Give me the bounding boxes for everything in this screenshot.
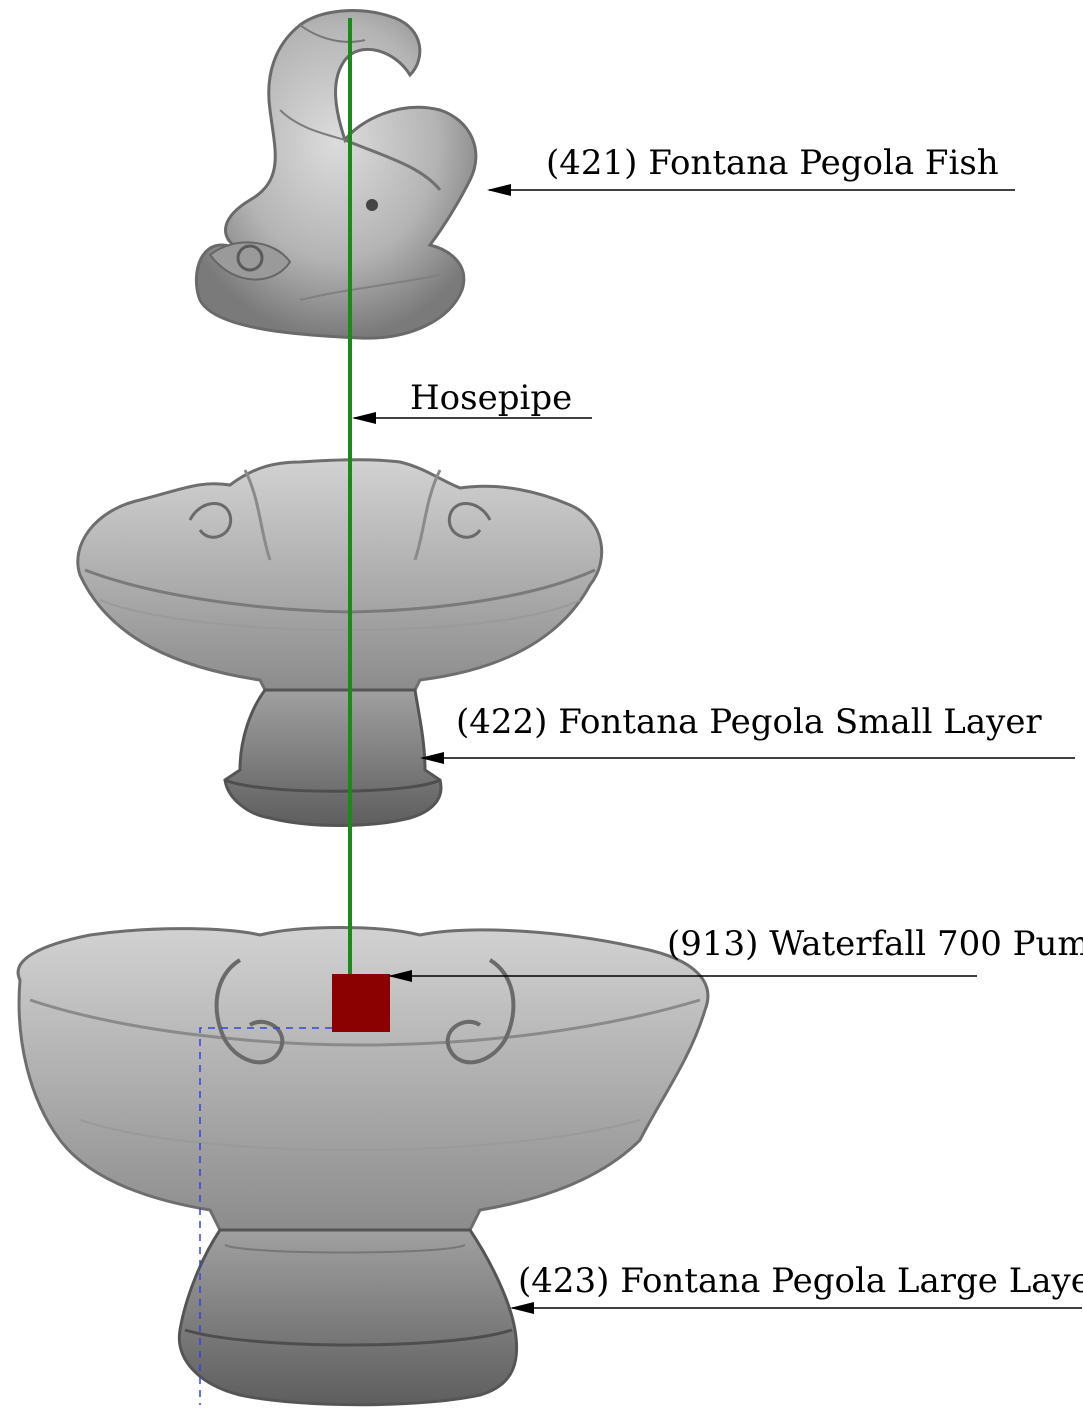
- label-pump: (913) Waterfall 700 Pump: [667, 927, 1083, 961]
- pump-box: [332, 974, 390, 1032]
- fish-statue: [196, 11, 475, 339]
- label-large-layer: (423) Fontana Pegola Large Layer: [518, 1264, 1083, 1298]
- label-small-layer: (422) Fontana Pegola Small Layer: [456, 705, 1042, 739]
- small-layer-basin: [78, 460, 602, 826]
- label-hosepipe: Hosepipe: [410, 381, 572, 415]
- label-fish: (421) Fontana Pegola Fish: [546, 146, 999, 180]
